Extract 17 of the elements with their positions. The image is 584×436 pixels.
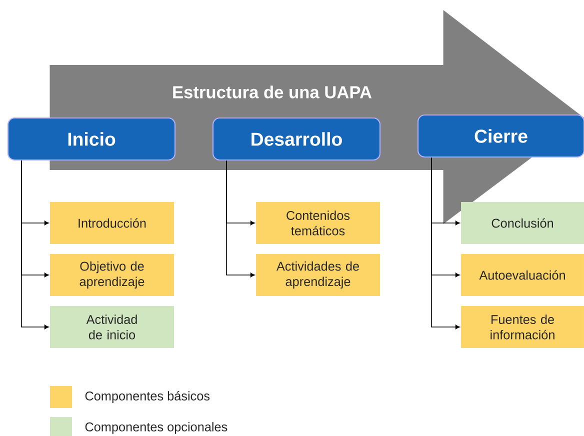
edge-label: Estructura de una UAPA <box>170 84 374 100</box>
stage-box: Desarrollo <box>212 117 381 161</box>
component-box: Actividades de aprendizaje <box>256 254 380 296</box>
component-box: Fuentes de información <box>461 306 584 348</box>
component-box: Contenidos temáticos <box>256 202 380 244</box>
arrow <box>431 157 460 330</box>
legend-label: Componentes opcionales <box>85 422 228 434</box>
component-box: Introducción <box>50 202 174 244</box>
arrow <box>226 160 255 278</box>
arrow <box>21 160 49 330</box>
component-box: Actividad de inicio <box>50 306 174 348</box>
stage-box: Inicio <box>7 117 176 161</box>
legend-label: Componentes básicos <box>85 391 210 403</box>
stage-box: Cierre <box>417 114 584 158</box>
component-box: Autoevaluación <box>461 254 584 296</box>
component-box: Objetivo de aprendizaje <box>50 254 174 296</box>
component-box: Conclusión <box>461 202 584 244</box>
